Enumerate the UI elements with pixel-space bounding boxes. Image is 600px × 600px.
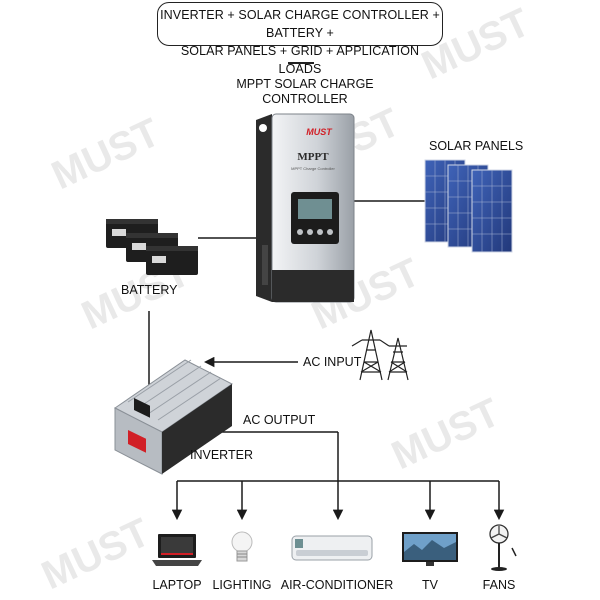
batteries xyxy=(106,219,198,275)
load-label-lighting: LIGHTING xyxy=(212,578,272,592)
title-divider xyxy=(288,62,314,64)
solar-panel xyxy=(471,169,513,253)
tv-icon xyxy=(402,532,458,566)
controller-model: MPPT xyxy=(297,151,329,163)
controller-label-line-1: MPPT SOLAR CHARGE xyxy=(236,77,374,91)
battery-label: BATTERY xyxy=(121,283,178,297)
load-label-air-conditioner: AIR-CONDITIONER xyxy=(280,578,394,592)
laptop-icon xyxy=(152,534,202,566)
inverter-label: INVERTER xyxy=(190,448,253,462)
ac-input-label: AC INPUT xyxy=(303,355,362,369)
diagram-title-line-2: SOLAR PANELS + GRID + APPLICATION LOADS xyxy=(180,44,420,76)
controller-brand: MUST xyxy=(306,127,333,137)
load-label-fans: FANS xyxy=(482,578,516,592)
air-conditioner-icon xyxy=(291,535,373,561)
ac-output-label: AC OUTPUT xyxy=(243,413,316,427)
inverter-unit xyxy=(114,359,233,475)
light-bulb-icon xyxy=(231,531,253,562)
load-label-laptop: LAPTOP xyxy=(152,578,202,592)
load-label-tv: TV xyxy=(422,578,438,592)
controller-label-line-2: CONTROLLER xyxy=(262,92,348,106)
fan-icon xyxy=(489,524,517,571)
diagram-title-line-1: INVERTER + SOLAR CHARGE CONTROLLER + BAT… xyxy=(160,8,440,40)
mppt-controller: MUST MPPT MPPT Charge Controller xyxy=(256,113,355,303)
solar-panels xyxy=(424,159,513,253)
solar-panels-label: SOLAR PANELS xyxy=(429,139,524,153)
connection-lines xyxy=(148,200,505,521)
diagram-title-box: INVERTER + SOLAR CHARGE CONTROLLER + BAT… xyxy=(157,2,443,76)
transmission-towers-icon xyxy=(351,329,409,381)
controller-label: MPPT SOLAR CHARGE CONTROLLER xyxy=(222,77,388,107)
controller-subtitle: MPPT Charge Controller xyxy=(291,166,335,171)
battery-unit xyxy=(146,246,198,275)
